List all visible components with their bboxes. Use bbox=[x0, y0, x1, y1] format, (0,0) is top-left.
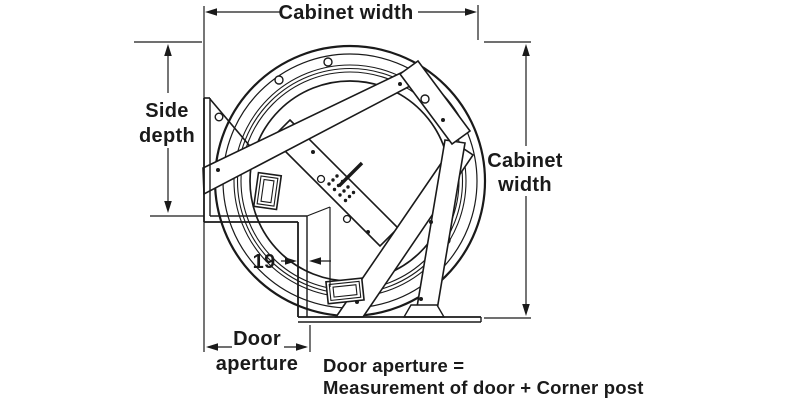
brace-screw-hole bbox=[420, 94, 430, 104]
brace-foot bbox=[402, 304, 446, 318]
dimension-side-depth bbox=[134, 41, 204, 217]
arrowhead-up bbox=[164, 44, 172, 56]
rivet bbox=[398, 82, 402, 86]
rivet bbox=[311, 150, 315, 154]
gusset-edge bbox=[209, 98, 255, 152]
arrowhead-right bbox=[296, 343, 308, 351]
door-bracket-bottom bbox=[325, 277, 365, 305]
rivet bbox=[429, 220, 433, 224]
rivet bbox=[366, 230, 370, 234]
arrowhead-right bbox=[465, 8, 477, 16]
side-depth-label-line1: Side bbox=[145, 100, 188, 122]
dimension-cabinet-width-right bbox=[484, 41, 531, 319]
ring-screw-hole bbox=[323, 57, 333, 67]
arrowhead-left bbox=[206, 343, 218, 351]
cabinet-width-top-label: Cabinet width bbox=[278, 2, 413, 24]
door-bracket-left bbox=[252, 171, 283, 211]
rivet bbox=[441, 118, 445, 122]
rivet bbox=[419, 297, 423, 301]
brace-shallow-left bbox=[202, 68, 413, 196]
door-aperture-label-line2: aperture bbox=[216, 353, 298, 375]
rivet bbox=[216, 168, 220, 172]
strut-hole bbox=[342, 214, 352, 224]
dimension-corner-post-19 bbox=[281, 257, 331, 265]
strut-hole bbox=[316, 174, 326, 184]
arrowhead-left bbox=[205, 8, 217, 16]
wall-gusset bbox=[209, 98, 255, 152]
cabinet-width-right-label-line2: width bbox=[497, 174, 552, 196]
cabinet-width-right-label-line1: Cabinet bbox=[487, 150, 562, 172]
note-line2: Measurement of door + Corner post bbox=[323, 377, 644, 398]
arrowhead-down bbox=[522, 304, 530, 316]
brace-upper-right bbox=[398, 59, 472, 146]
ring-screw-hole bbox=[274, 75, 284, 85]
side-depth-label-line2: depth bbox=[139, 125, 195, 147]
dimension-cabinet-width-top bbox=[203, 5, 479, 98]
gusset-screw-hole bbox=[214, 112, 224, 122]
corner-post-thickness-label: 19 bbox=[253, 251, 276, 273]
strut-pointer bbox=[337, 161, 364, 188]
corner-post-top-edge bbox=[306, 206, 331, 217]
note-line1: Door aperture = bbox=[323, 355, 464, 376]
dimension-door-aperture bbox=[203, 222, 311, 352]
door-aperture-label-line1: Door bbox=[233, 328, 281, 350]
cross-braces bbox=[202, 59, 475, 318]
arrowhead-up bbox=[522, 44, 530, 56]
arrowhead-right bbox=[285, 257, 297, 265]
arrowhead-left bbox=[309, 257, 321, 265]
cabinet-walls bbox=[203, 97, 482, 323]
arrowhead-down bbox=[164, 201, 172, 213]
